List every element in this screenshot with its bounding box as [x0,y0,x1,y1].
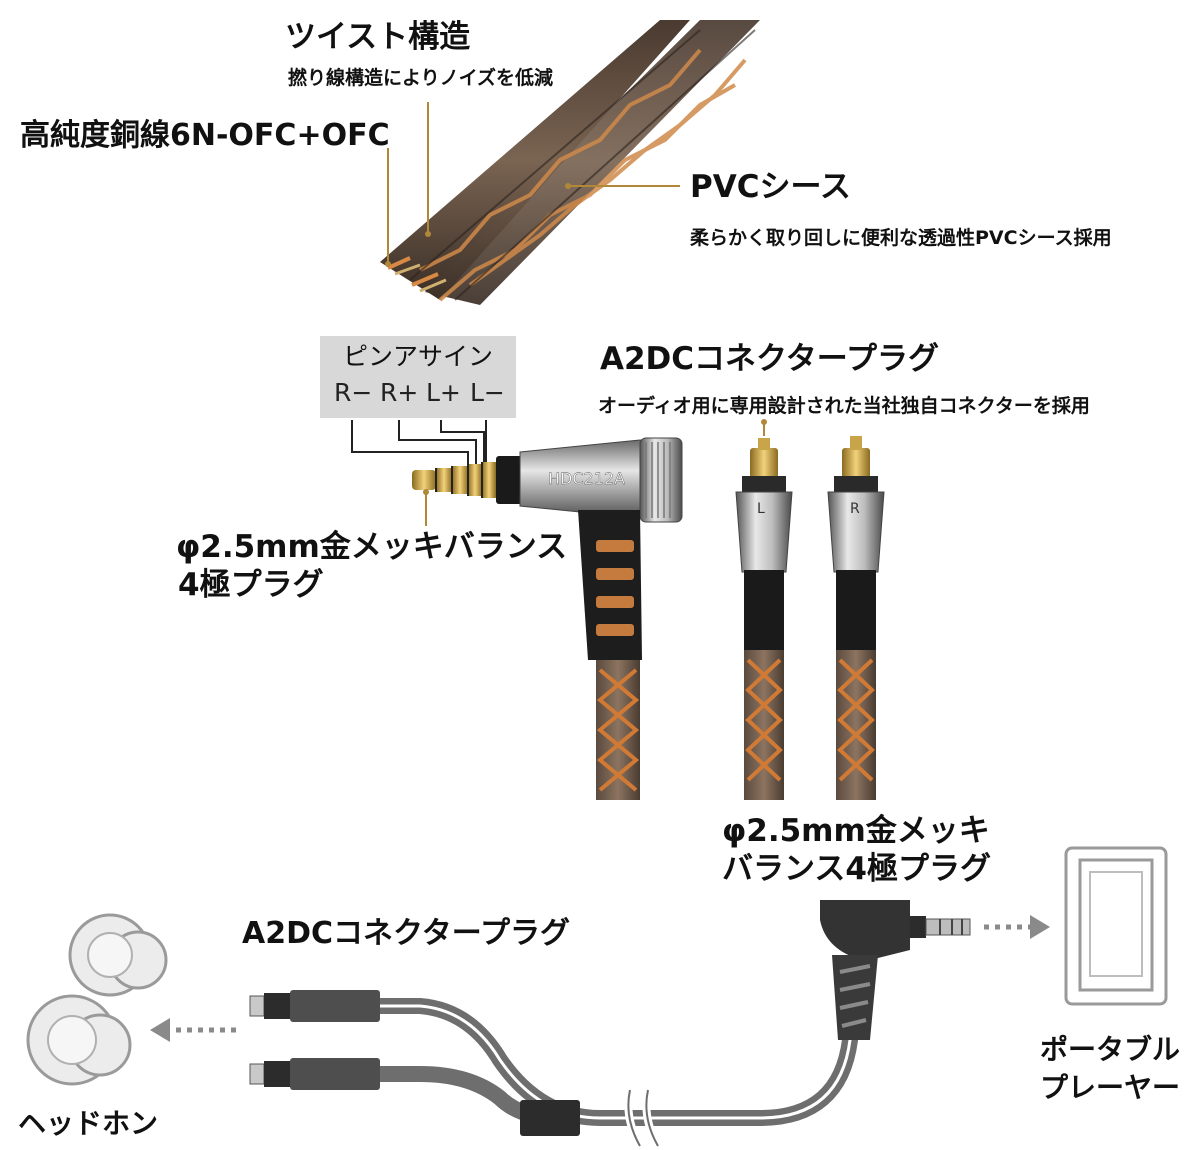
connection-a2dc-label: A2DCコネクタープラグ [242,916,571,951]
twist-desc: 撚り線構造によりノイズを低減 [288,67,554,89]
connection-plug-line1: φ2.5mm金メッキ [722,813,990,849]
pin-label-r-plus: R+ [380,378,419,407]
connection-plug-line2: バランス4極プラグ [722,851,991,887]
pin-label-l-plus: L+ [426,378,461,407]
conductor-title: 高純度銅線6N-OFC+OFC [20,118,390,153]
pin-assign-title: ピンアサイン [342,342,493,371]
arrow-to-player [984,915,1050,939]
balanced-plug-image: HDC212A [412,437,683,800]
player-label-line1: ポータブル [1040,1033,1181,1066]
player-label-line2: プレーヤー [1040,1071,1181,1104]
arrow-to-headphones [150,1018,236,1042]
connection-cable [372,972,860,1126]
top-leader-lines [387,102,680,262]
twist-title: ツイスト構造 [285,19,471,55]
sheath-desc: 柔らかく取り回しに便利な透過性PVCシース採用 [690,227,1112,249]
a2dc-connector-right-image [827,436,885,800]
pin-assign-box: ピンアサイン R− R+ L+ L− [320,336,516,418]
portable-player-illustration [1064,846,1168,1006]
plug-model-label: HDC212A [548,469,625,488]
pin-label-l-minus: L− [470,378,505,407]
plug-25-title-line2: 4極プラグ [178,567,324,603]
headphone-illustration [26,913,168,1086]
bottom-a2dc-plugs [249,990,380,1090]
a2dc-left-label: L [757,501,765,517]
twisted-cable-image [380,20,760,305]
a2dc-right-label: R [850,501,860,517]
plug-25-title-line1: φ2.5mm金メッキバランス [176,529,568,565]
pin-leader-lines [351,420,487,464]
a2dc-title: A2DCコネクタープラグ [600,341,939,377]
headphone-label: ヘッドホン [18,1107,159,1140]
sheath-title: PVCシース [690,169,851,205]
bottom-balanced-plug [820,900,971,1040]
a2dc-connector-left-image [735,438,793,800]
pin-label-r-minus: R− [334,378,373,407]
a2dc-desc: オーディオ用に専用設計された当社独自コネクターを採用 [598,395,1090,417]
